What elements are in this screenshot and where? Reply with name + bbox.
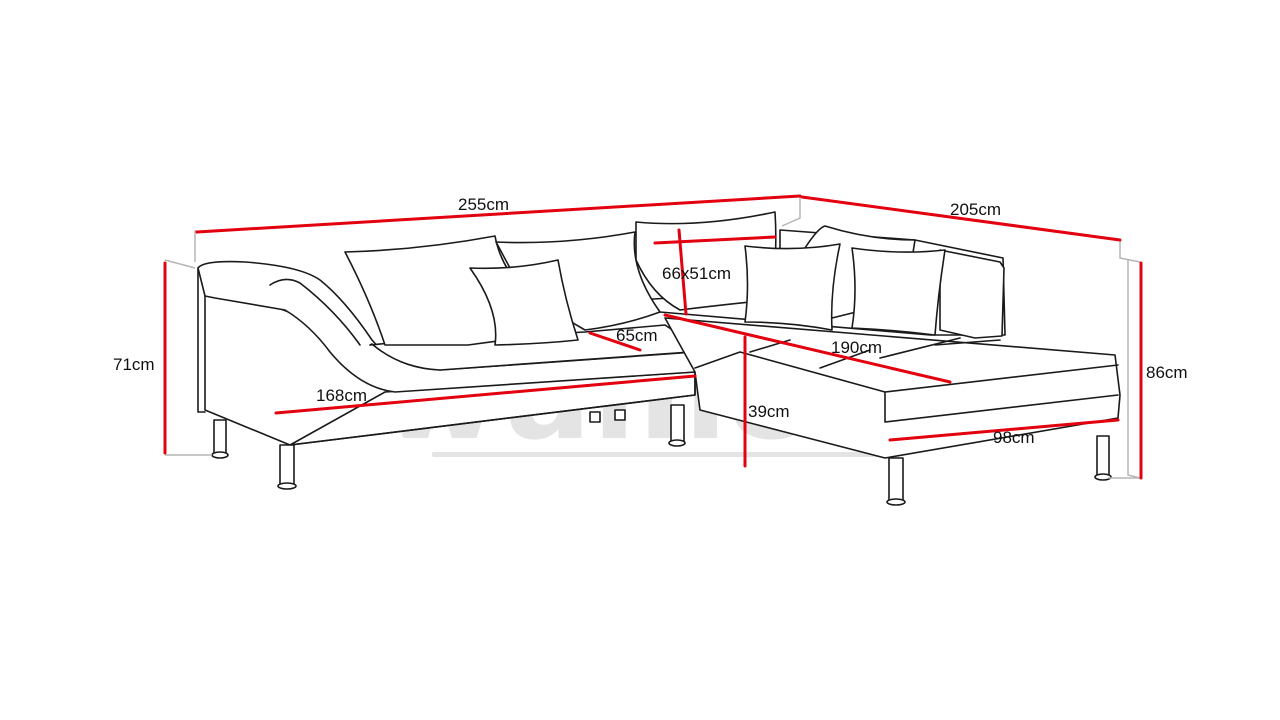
label-depth-right: 205cm	[950, 200, 1001, 219]
watermark-underline	[432, 452, 882, 457]
leg-back-left-foot	[211, 451, 229, 459]
dim-line-sofa-length	[274, 374, 697, 415]
guide-lines	[164, 195, 1141, 479]
dim-line-pillow-width	[653, 235, 777, 245]
label-chaise-length: 190cm	[831, 338, 882, 357]
leg-middle	[670, 404, 685, 444]
chaise-seam-4	[934, 339, 1001, 346]
chaise-seam-3	[879, 337, 961, 359]
leg-front-left	[279, 444, 295, 486]
label-total-width: 255cm	[458, 195, 509, 214]
dim-line-pillow-height	[677, 228, 688, 316]
leg-front-left-foot	[277, 482, 297, 490]
label-sofa-length: 168cm	[316, 386, 367, 405]
sofa-outline	[197, 211, 1121, 506]
guide-right-height	[1127, 260, 1141, 479]
dimension-labels: 255cm 205cm 71cm 86cm 66x51cm 65cm 190cm…	[113, 195, 1188, 447]
dim-line-chaise-width	[888, 418, 1120, 442]
dim-line-seat-depth	[588, 331, 642, 352]
dim-line-depth-right	[800, 195, 1122, 242]
leg-hidden-1	[589, 411, 601, 423]
dim-line-total-width	[195, 194, 802, 234]
chaise-skirt	[884, 391, 1119, 423]
pillow-chaise-right	[851, 247, 946, 336]
sofa-legs	[211, 404, 1112, 506]
leg-back-right-foot	[1094, 473, 1112, 481]
pillow-small-left	[469, 259, 579, 346]
label-seat-depth: 65cm	[616, 326, 658, 345]
label-seat-height: 39cm	[748, 402, 790, 421]
guide-top-center	[781, 195, 801, 227]
label-pillow: 66x51cm	[662, 264, 731, 283]
dimension-lines	[163, 194, 1143, 480]
dim-line-chaise-length	[663, 313, 952, 384]
pillow-chaise-left	[744, 243, 841, 331]
pillows	[344, 211, 946, 346]
chaise-seam-2	[819, 349, 871, 369]
leg-hidden-2	[614, 409, 626, 421]
leg-back-left	[213, 419, 227, 455]
leg-middle-foot	[668, 439, 686, 447]
right-arm-panel	[939, 249, 1005, 339]
leg-front-right	[888, 457, 904, 503]
guide-top-right	[1119, 240, 1141, 263]
label-height-left: 71cm	[113, 355, 155, 374]
label-chaise-width: 98cm	[993, 428, 1035, 447]
label-height-right: 86cm	[1146, 363, 1188, 382]
guide-left-top	[164, 259, 196, 269]
chaise-base	[664, 317, 1121, 459]
leg-back-right	[1096, 435, 1110, 477]
leg-front-right-foot	[886, 498, 906, 506]
chaise-front-edge	[694, 351, 1119, 393]
sofa-left-arm-top	[197, 267, 206, 413]
sofa-left-arm-roll	[269, 278, 361, 346]
